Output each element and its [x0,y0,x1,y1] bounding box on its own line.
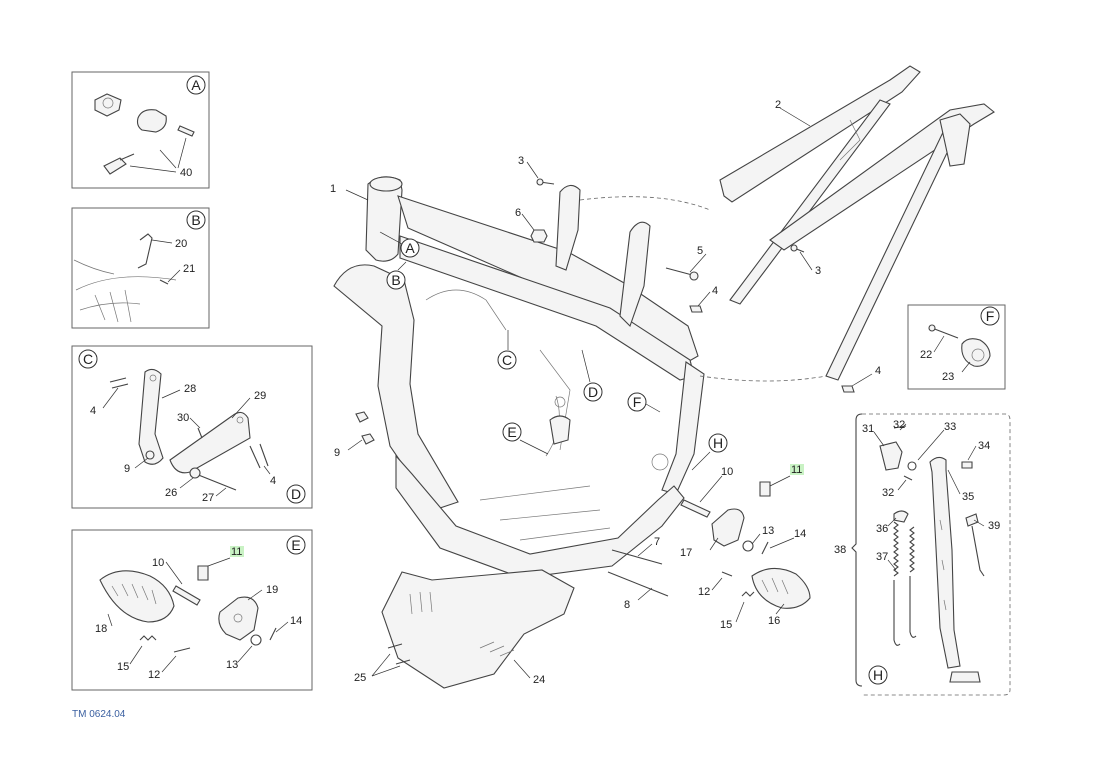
label-11: 11 [791,464,802,476]
loose-parts: 1 2 3 3 6 5 4 4 9 10 11 17 13 14 7 8 12 … [330,99,881,686]
label-27: 27 [202,492,214,504]
label-38: 38 [834,544,846,556]
label-12: 12 [698,586,710,598]
callout-c: C [502,352,512,368]
label-4b: 4 [875,365,881,377]
detail-c-letter: C [83,351,93,367]
label-13: 13 [762,525,774,537]
detail-e-letter: E [291,537,300,553]
callout-f: F [633,394,642,410]
callout-d: D [588,384,598,400]
label-19: 19 [266,584,278,596]
label-4b: 4 [270,475,276,487]
label-30: 30 [177,412,189,424]
skid-plate [381,569,575,689]
label-7: 7 [654,536,660,548]
label-11: 11 [231,546,242,558]
detail-h-letter: H [873,667,883,683]
callout-h: H [713,435,723,451]
label-21: 21 [183,263,195,275]
callout-b: B [391,272,400,288]
label-9: 9 [334,447,340,459]
label-14: 14 [794,528,806,540]
drawing-code: TM 0624.04 [72,709,126,720]
label-3b: 3 [815,265,821,277]
detail-box-c: C D 4 28 29 30 9 26 27 4 [71,345,313,509]
label-28: 28 [184,383,196,395]
label-5: 5 [697,245,703,257]
label-33: 33 [944,421,956,433]
label-22: 22 [920,349,932,361]
detail-b-letter: B [191,212,200,228]
label-34: 34 [978,440,990,452]
label-6: 6 [515,207,521,219]
subframe [579,65,995,382]
label-25: 25 [354,672,366,684]
label-10: 10 [152,557,164,569]
label-4a: 4 [712,285,718,297]
label-31: 31 [862,423,874,435]
detail-a-letter: A [191,77,201,93]
label-35: 35 [962,491,974,503]
detail-box-h: H 31 32 33 34 32 35 36 [834,413,1011,696]
label-20: 20 [175,238,187,250]
label-12: 12 [148,669,160,681]
label-10: 10 [721,466,733,478]
label-18: 18 [95,623,107,635]
label-14: 14 [290,615,302,627]
label-29: 29 [254,390,266,402]
label-24: 24 [533,674,545,686]
label-32a: 32 [893,419,905,431]
label-15: 15 [720,619,732,631]
label-4a: 4 [90,405,96,417]
main-frame: A B C D F E H [333,176,728,579]
detail-box-b: B 20 21 [71,207,210,329]
label-17: 17 [680,547,692,559]
label-9: 9 [124,463,130,475]
label-8: 8 [624,599,630,611]
label-39: 39 [988,520,1000,532]
label-1: 1 [330,183,336,195]
label-3a: 3 [518,155,524,167]
label-32b: 32 [882,487,894,499]
label-23: 23 [942,371,954,383]
label-37: 37 [876,551,888,563]
detail-f-letter: F [986,308,995,324]
label-2: 2 [775,99,781,111]
callout-e: E [507,424,516,440]
label-13: 13 [226,659,238,671]
detail-box-a: A 40 [71,71,210,189]
label-15: 15 [117,661,129,673]
detail-box-e: E 10 11 19 14 18 15 12 13 [71,529,313,691]
label-40: 40 [180,167,192,179]
callout-a: A [405,240,415,256]
label-36: 36 [876,523,888,535]
detail-d-letter: D [291,486,301,502]
detail-box-f: F 22 23 [907,304,1006,390]
label-16: 16 [768,615,780,627]
label-26: 26 [165,487,177,499]
